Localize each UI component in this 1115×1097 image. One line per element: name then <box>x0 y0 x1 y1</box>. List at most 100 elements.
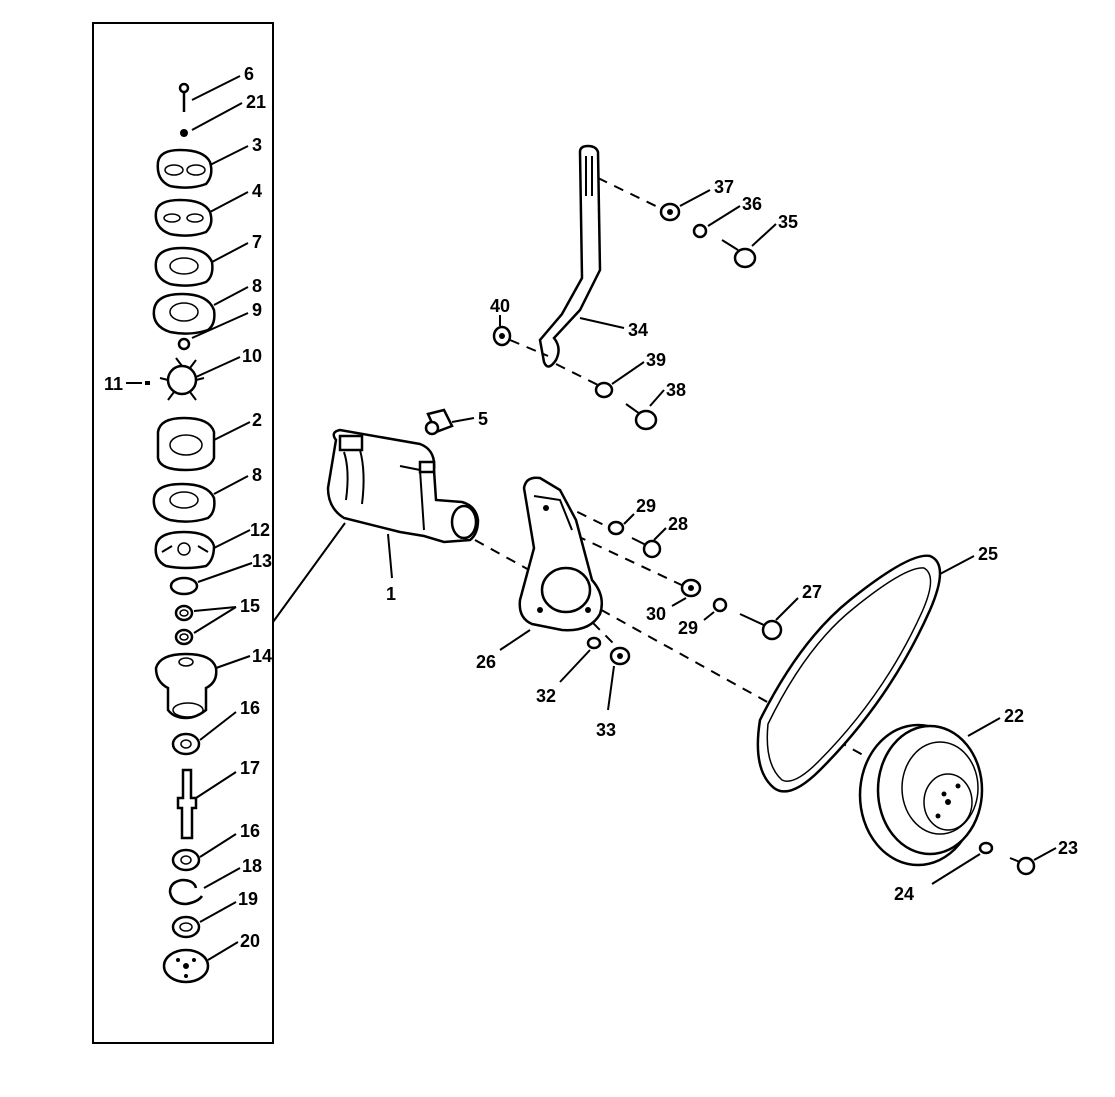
label-40: 40 <box>490 296 510 316</box>
part-40-nut <box>492 325 512 347</box>
label-35: 35 <box>778 212 798 232</box>
leader-8b <box>213 475 249 495</box>
part-14-seal-housing <box>154 652 218 720</box>
part-37-washer <box>659 202 681 222</box>
leader-27 <box>775 597 799 621</box>
label-6: 6 <box>244 64 254 84</box>
part-28-bolt <box>631 537 662 559</box>
leader-36 <box>707 205 741 227</box>
part-33-nut <box>609 646 631 666</box>
exploded-view-frame <box>92 22 274 1044</box>
leader-9 <box>191 312 249 339</box>
bracket-bolt-axis-1 <box>544 495 611 529</box>
part-30-washer <box>680 578 702 598</box>
label-28: 28 <box>668 514 688 534</box>
part-21-washer <box>180 129 188 137</box>
label-19: 19 <box>238 889 258 909</box>
leader-3 <box>209 145 249 166</box>
part-36-lock-washer <box>692 223 708 239</box>
part-18-snap-ring <box>168 878 204 906</box>
part-9-key <box>177 337 191 351</box>
label-39: 39 <box>646 350 666 370</box>
leader-23 <box>1033 847 1057 861</box>
label-29a: 29 <box>636 496 656 516</box>
leader-6 <box>191 75 241 101</box>
label-38: 38 <box>666 380 686 400</box>
label-11: 11 <box>104 374 123 394</box>
label-16b: 16 <box>240 821 260 841</box>
part-27-bolt <box>739 613 783 641</box>
leader-5 <box>451 417 475 423</box>
label-33: 33 <box>596 720 616 740</box>
label-12: 12 <box>250 520 270 540</box>
leader-19 <box>199 901 237 923</box>
part-15-seals <box>174 604 194 646</box>
part-34-adjusting-arm <box>538 144 602 368</box>
part-11-pin <box>145 381 150 385</box>
label-8a: 8 <box>252 276 262 296</box>
part-13-o-ring <box>169 576 199 596</box>
part-24-washer <box>978 841 994 855</box>
leader-15a <box>193 606 237 612</box>
label-16a: 16 <box>240 698 260 718</box>
leader-18 <box>203 867 241 889</box>
leader-26 <box>499 629 531 651</box>
leader-4 <box>209 191 249 213</box>
part-5-fitting <box>424 408 454 436</box>
part-20-hub <box>162 948 210 984</box>
label-10: 10 <box>242 346 262 366</box>
leader-16b <box>199 833 237 858</box>
part-32-washer <box>586 636 602 650</box>
part-17-shaft <box>176 768 198 840</box>
part-6-screw <box>178 82 190 112</box>
leader-39 <box>611 361 645 385</box>
part-29-lock-washer-lower <box>712 597 728 613</box>
leader-37 <box>679 189 711 207</box>
label-2: 2 <box>252 410 262 430</box>
label-1: 1 <box>386 584 396 604</box>
label-30: 30 <box>646 604 666 624</box>
arm-pivot-axis-right <box>555 363 601 387</box>
leader-21 <box>191 102 243 131</box>
part-23-screw <box>1009 856 1036 876</box>
arm-pivot-axis-left <box>509 339 549 357</box>
leader-13 <box>197 562 253 583</box>
label-7: 7 <box>252 232 262 252</box>
label-23: 23 <box>1058 838 1078 858</box>
leader-7 <box>211 242 249 263</box>
label-14: 14 <box>252 646 272 666</box>
leader-29a <box>623 513 635 525</box>
leader-15b <box>193 606 237 634</box>
label-22: 22 <box>1004 706 1024 726</box>
leader-32 <box>559 649 591 683</box>
label-24: 24 <box>894 884 914 904</box>
label-17: 17 <box>240 758 260 778</box>
leader-24 <box>931 853 981 885</box>
leader-20 <box>207 941 239 961</box>
leader-22 <box>967 717 1001 737</box>
part-4-gasket <box>154 198 213 237</box>
part-2-pump-body <box>156 416 216 472</box>
part-16-bearing-upper <box>171 732 201 756</box>
leader-8a <box>213 286 249 306</box>
label-27: 27 <box>802 582 822 602</box>
leader-1 <box>387 533 393 579</box>
label-25: 25 <box>978 544 998 564</box>
leader-30 <box>671 597 687 607</box>
part-38-bolt <box>625 403 658 431</box>
label-21: 21 <box>246 92 266 112</box>
label-3: 3 <box>252 135 262 155</box>
leader-2 <box>213 421 251 441</box>
label-37: 37 <box>714 177 734 197</box>
label-5: 5 <box>478 409 488 429</box>
label-36: 36 <box>742 194 762 214</box>
part-25-drive-belt <box>756 554 942 793</box>
part-22-pulley <box>858 723 984 867</box>
part-29-lock-washer-upper <box>607 520 625 536</box>
leader-33 <box>607 665 615 711</box>
label-34: 34 <box>628 320 648 340</box>
label-13: 13 <box>252 551 272 571</box>
part-19-washer <box>171 915 201 939</box>
leader-10 <box>195 356 241 378</box>
